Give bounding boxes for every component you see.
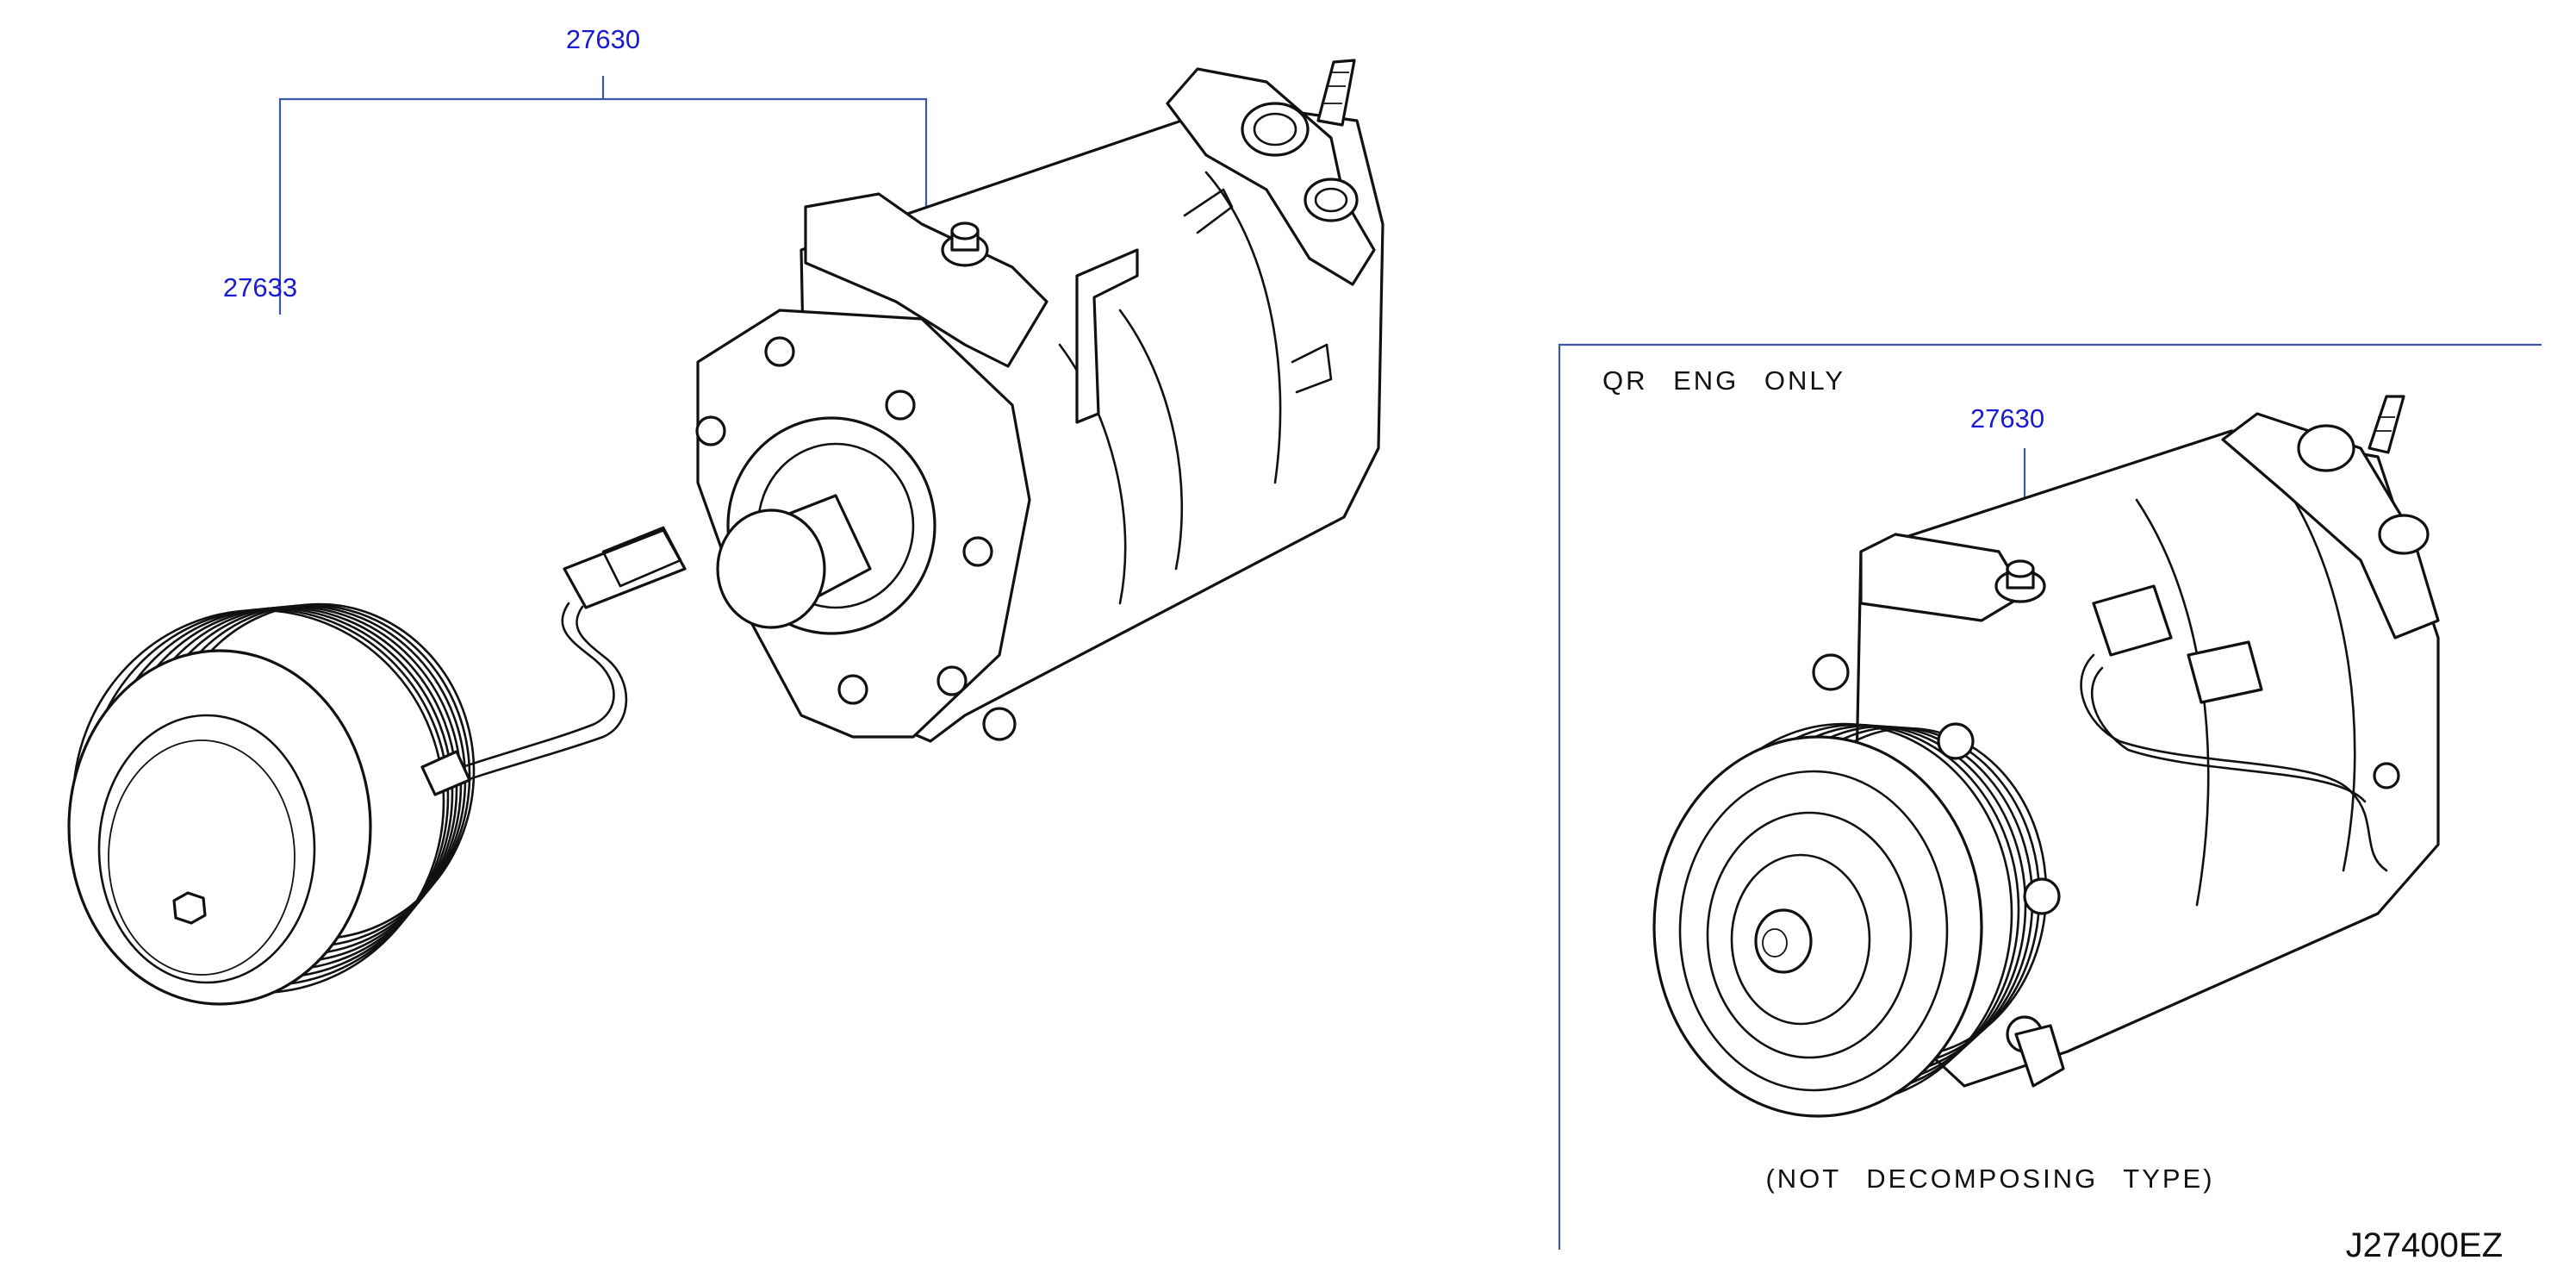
- inset-title: QR ENG ONLY: [1602, 365, 1845, 396]
- compressor-inset-drawing: [1652, 395, 2440, 1118]
- diagram-code: J27400EZ: [2346, 1226, 2503, 1264]
- callout-27633-clutch[interactable]: 27633: [223, 272, 297, 303]
- clutch-pulley-drawing: [67, 526, 687, 1006]
- compressor-main-drawing: [695, 59, 1384, 743]
- inset-note: (NOT DECOMPOSING TYPE): [1765, 1164, 2214, 1194]
- inset-frame: [1558, 343, 2542, 1250]
- leader-lines-main: [278, 76, 928, 315]
- callout-27630-inset[interactable]: 27630: [1970, 403, 2044, 434]
- callout-27630-main[interactable]: 27630: [566, 24, 640, 54]
